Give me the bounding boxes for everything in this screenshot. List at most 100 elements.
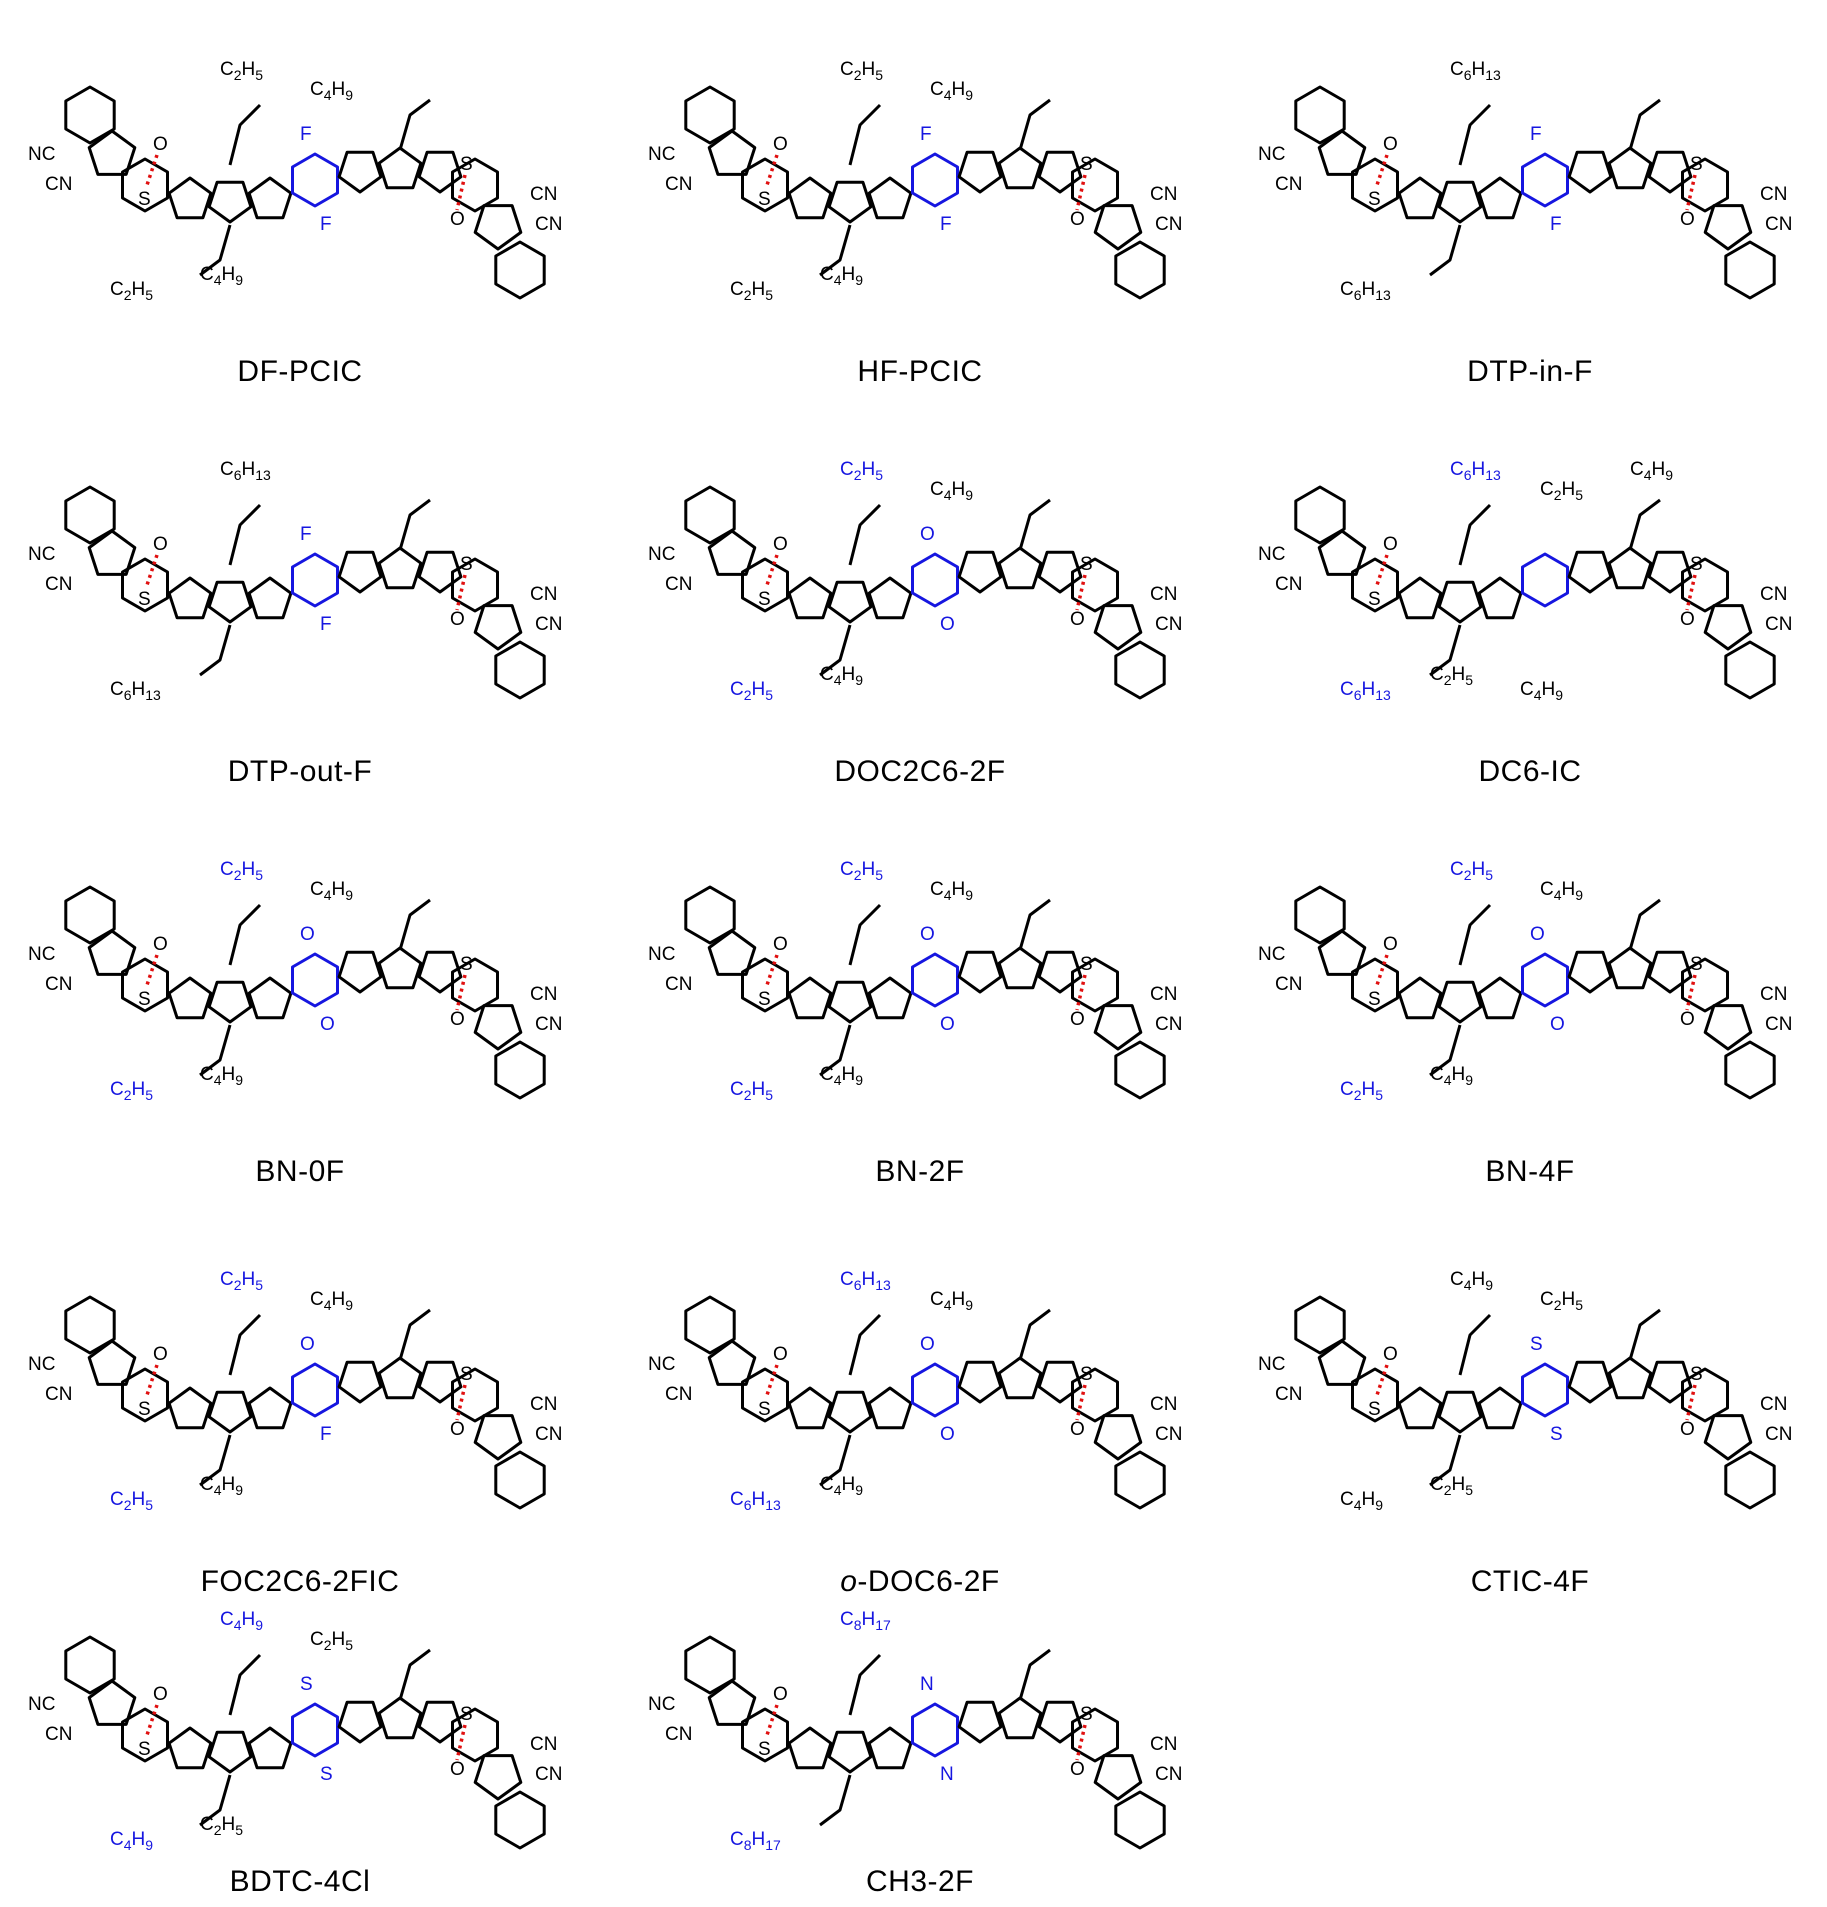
cyclopentane-ring [87,529,137,576]
core-heteroatom-label: F [920,124,932,145]
cyano-label: CN [530,1734,557,1755]
thiophene-ring [417,1700,463,1744]
cyclopentane-ring [473,1004,523,1051]
alkyl-side-chain-label: C2H5 [840,59,883,83]
alkyl-chain-bond [1458,103,1492,166]
pyran-ring [741,157,789,213]
cyclopentadiene-ring [207,1730,253,1774]
cyano-label: CN [665,574,692,595]
central-core-ring [291,1362,339,1418]
cyano-label: CN [45,1384,72,1405]
sulfur-label: S [1690,554,1703,575]
alkyl-chain-bond [819,1774,852,1827]
alkyl-side-chain-label: C8H17 [730,1829,781,1853]
noncovalent-interaction [1685,574,1697,611]
core-heteroatom-label: O [940,1014,955,1035]
benzene-ring [1724,640,1776,700]
cyano-label: CN [535,614,562,635]
pyran-ring [1071,557,1119,613]
noncovalent-interaction [765,554,779,586]
cyclopentadiene-ring [827,1390,873,1434]
cyclopentane-ring [1317,929,1367,976]
pyran-ring [451,157,499,213]
sulfur-label: S [758,1739,771,1760]
molecule-label: CH3-2F [865,1865,974,1898]
pyran-ring [1071,957,1119,1013]
benzene-ring [64,485,116,545]
alkyl-side-chain-label: C4H9 [310,1289,353,1313]
cyclopentadiene-ring [997,1356,1043,1400]
alkyl-side-chain-label: C2H5 [110,1079,153,1103]
cyano-label: CN [45,1724,72,1745]
alkyl-chain-bond [398,1308,431,1361]
noncovalent-interaction [765,954,779,986]
cyclopentane-ring [473,204,523,251]
cyano-label: CN [45,974,72,995]
cyano-label: NC [648,944,675,965]
alkyl-side-chain-label: C2H5 [840,859,883,883]
alkyl-side-chain-label: C4H9 [1630,459,1673,483]
alkyl-side-chain-label: C2H5 [1540,479,1583,503]
noncovalent-interaction [1375,1364,1389,1396]
pyran-ring [741,1367,789,1423]
oxygen-label: O [1680,1419,1695,1440]
alkyl-chain-bond [1458,1313,1492,1376]
noncovalent-interaction [1685,1384,1697,1421]
thiophene-ring [787,1726,833,1770]
oxygen-label: O [1383,934,1398,955]
alkyl-chain-bond [848,903,882,966]
benzene-ring [494,1040,546,1100]
sulfur-label: S [138,1399,151,1420]
alkyl-chain-bond [199,1024,232,1077]
cyano-label: CN [1275,574,1302,595]
sulfur-label: S [1690,1364,1703,1385]
noncovalent-interaction [1685,974,1697,1011]
thiophene-ring [167,576,213,620]
cyclopentadiene-ring [377,1356,423,1400]
cyano-label: CN [1155,1014,1182,1035]
core-heteroatom-label: F [300,524,312,545]
cyclopentane-ring [473,604,523,651]
noncovalent-interaction [1375,554,1389,586]
alkyl-side-chain-label: C4H9 [1520,679,1563,703]
cyclopentadiene-ring [1437,980,1483,1024]
pyran-ring [1351,557,1399,613]
cyano-label: NC [28,144,55,165]
benzene-ring [1114,1790,1166,1850]
cyclopentane-ring [473,1414,523,1461]
cyclopentadiene-ring [377,546,423,590]
benzene-ring [64,885,116,945]
pyran-ring [741,557,789,613]
cyano-label: NC [1258,1354,1285,1375]
alkyl-side-chain-label: C2H5 [1540,1289,1583,1313]
oxygen-label: O [773,1684,788,1705]
oxygen-label: O [773,934,788,955]
cyclopentane-ring [1093,604,1143,651]
cyclopentane-ring [1703,204,1753,251]
cyclopentadiene-ring [1437,180,1483,224]
oxygen-label: O [450,209,465,230]
cyclopentane-ring [1093,1754,1143,1801]
benzene-ring [1294,485,1346,545]
core-heteroatom-label: O [920,924,935,945]
noncovalent-interaction [1375,154,1389,186]
molecule-label: DF-PCIC [237,355,363,388]
cyclopentane-ring [1317,129,1367,176]
oxygen-label: O [153,1344,168,1365]
noncovalent-interaction [765,1704,779,1736]
thiophene-ring [1037,950,1083,994]
noncovalent-interaction [145,1704,159,1736]
core-heteroatom-label: F [320,614,332,635]
alkyl-chain-bond [1018,1308,1051,1361]
cyano-label: CN [530,584,557,605]
core-heteroatom-label: F [940,214,952,235]
thiophene-ring [247,576,293,620]
pyran-ring [1071,1707,1119,1763]
alkyl-chain-bond [1429,1434,1462,1487]
pyran-ring [1351,957,1399,1013]
core-heteroatom-label: O [320,1014,335,1035]
